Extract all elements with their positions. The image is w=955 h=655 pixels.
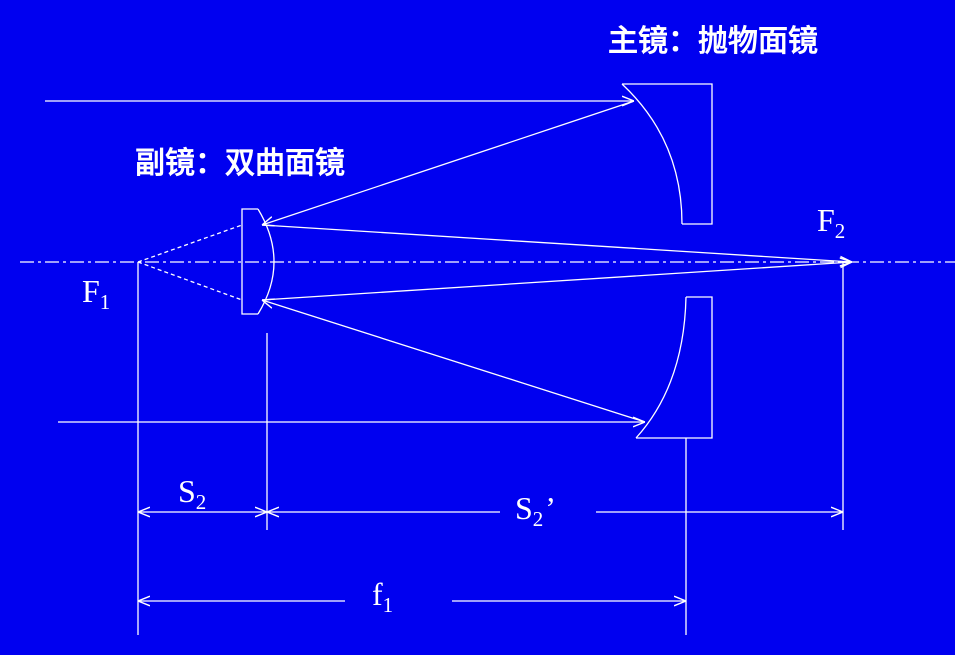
secondary-mirror-label: 副镜：双曲面镜 (135, 146, 345, 181)
s2-label: S2 (178, 473, 206, 514)
f1-label: F1 (82, 273, 110, 314)
reflected-ray-upper (262, 100, 635, 225)
reflected-ray-lower (262, 300, 646, 423)
primary-mirror-upper-housing (622, 83, 713, 225)
focused-ray-lower (261, 262, 852, 301)
s2prime-label: S2’ (515, 490, 556, 531)
primary-mirror-lower-housing (636, 296, 713, 439)
f2-label: F2 (817, 202, 845, 243)
primary-mirror-label: 主镜：抛物面镜 (608, 24, 818, 59)
primary-mirror-upper-surface (621, 83, 683, 225)
virtual-ray-upper (137, 224, 243, 263)
secondary-mirror-body (241, 208, 258, 315)
virtual-ray-lower (137, 261, 243, 301)
primary-mirror-lower-surface (635, 296, 687, 439)
focused-ray-upper (261, 224, 852, 262)
focal-length-label: f1 (372, 576, 393, 617)
